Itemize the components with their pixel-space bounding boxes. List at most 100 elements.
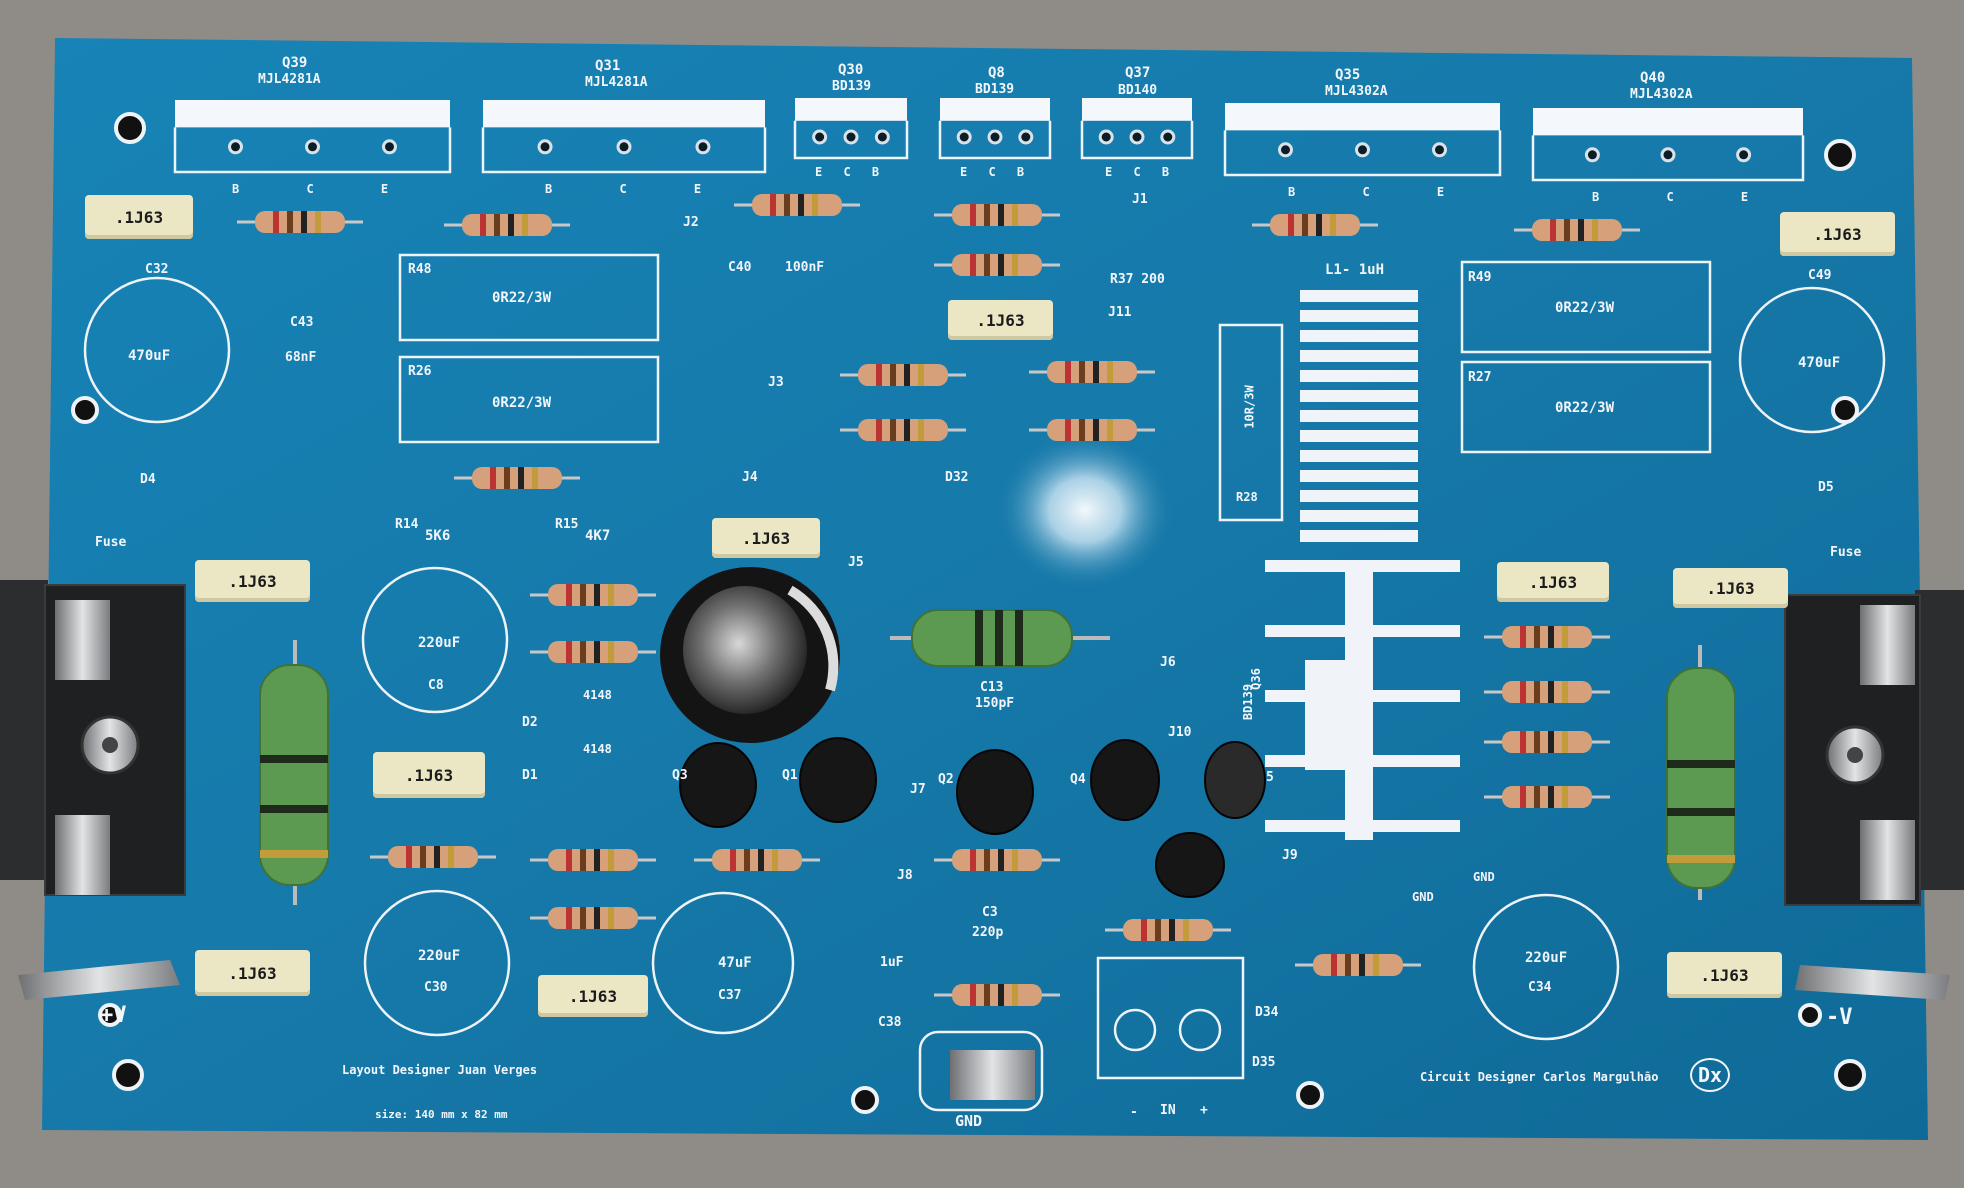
r15-ref: R15 xyxy=(555,517,579,532)
film-capacitor-c36: .1J63 xyxy=(948,300,1053,340)
q40-ref: Q40 xyxy=(1640,70,1666,86)
pcb-board xyxy=(42,38,1928,1140)
q8-ref: Q8 xyxy=(988,65,1005,81)
q37-pins: E C B xyxy=(1105,165,1170,179)
r48-value: 0R22/3W xyxy=(492,290,552,306)
r27-value: 0R22/3W xyxy=(1555,400,1615,416)
d2-label: D2 xyxy=(522,715,538,730)
r26-value: 0R22/3W xyxy=(492,395,552,411)
diode-4148-b: 4148 xyxy=(583,742,612,756)
l1-label: L1- 1uH xyxy=(1325,262,1385,278)
c49-ref: C49 xyxy=(1808,268,1832,283)
power-tabs xyxy=(18,960,1950,1112)
resistor xyxy=(1029,361,1155,383)
green-power-resistor-right xyxy=(1666,645,1736,900)
c30-value: 220uF xyxy=(418,948,461,964)
r26-ref: R26 xyxy=(408,364,432,379)
resistor xyxy=(1252,214,1378,236)
c13-ref: C13 xyxy=(980,680,1004,695)
resistor xyxy=(734,194,860,216)
c32-ref: C32 xyxy=(145,262,169,277)
q31-pins: B C E xyxy=(545,182,702,196)
dx-logo: Dx xyxy=(1690,1058,1731,1092)
j4-label: J4 xyxy=(742,470,758,485)
d1-label: D1 xyxy=(522,768,538,783)
resistor xyxy=(840,419,966,441)
j1-label: J1 xyxy=(1132,192,1148,207)
q37-ref: Q37 xyxy=(1125,65,1151,81)
resistor xyxy=(530,907,656,929)
resistor xyxy=(1029,419,1155,441)
q8-part: BD139 xyxy=(975,82,1015,97)
light-glare xyxy=(995,430,1175,590)
c40-value: 100nF xyxy=(785,260,825,275)
q35-ref: Q35 xyxy=(1335,67,1361,83)
r14-value: 5K6 xyxy=(425,528,451,544)
layout-designer-credit: Layout Designer Juan Verges xyxy=(342,1063,538,1077)
fuse-holder-left xyxy=(0,580,186,896)
board-size-label: size: 140 mm x 82 mm xyxy=(375,1108,508,1121)
q39-ref: Q39 xyxy=(282,55,308,71)
q35-pins: B C E xyxy=(1288,185,1445,199)
film-capacitor-c9: .1J63 xyxy=(712,518,820,558)
film-capacitor-c31: .1J63 xyxy=(195,560,310,602)
green-power-resistor-center xyxy=(890,609,1110,667)
q35-part: MJL4302A xyxy=(1325,84,1388,99)
resistor xyxy=(694,849,820,871)
c43-ref: C43 xyxy=(290,315,314,330)
resistor xyxy=(1484,681,1610,703)
r28-value: 10R/3W xyxy=(1242,385,1257,429)
c38-ref: C38 xyxy=(878,1015,902,1030)
plus-v-label: +V xyxy=(100,1003,127,1028)
resistor xyxy=(934,849,1060,871)
c8-value: 220uF xyxy=(418,635,461,651)
resistor xyxy=(1484,626,1610,648)
input-in-label: IN xyxy=(1160,1103,1176,1118)
j10-label: J10 xyxy=(1168,725,1192,740)
q30-part: BD139 xyxy=(832,79,872,94)
black-electrolytic-capacitor xyxy=(660,567,840,743)
j11-label: J11 xyxy=(1108,305,1132,320)
fuse-holder-right xyxy=(1784,590,1964,906)
c3-value: 220p xyxy=(972,925,1004,940)
d34-label: D34 xyxy=(1255,1005,1279,1020)
d4-label: D4 xyxy=(140,472,156,487)
c13-value: 150pF xyxy=(975,696,1015,711)
resistor xyxy=(934,984,1060,1006)
gnd-right-label: GND xyxy=(1473,870,1495,884)
q37-part: BD140 xyxy=(1118,83,1158,98)
j9-label: J9 xyxy=(1282,848,1298,863)
top-transistor-footprint xyxy=(1531,108,1805,182)
gnd-label: GND xyxy=(955,1112,983,1130)
q8-pins: E C B xyxy=(960,165,1025,179)
j3-label: J3 xyxy=(768,375,784,390)
resistor xyxy=(1514,219,1640,241)
resistor xyxy=(530,849,656,871)
c49-value: 470uF xyxy=(1798,355,1841,371)
j8-label: J8 xyxy=(897,868,913,883)
r15-value: 4K7 xyxy=(585,528,611,544)
minus-v-label: -V xyxy=(1826,1005,1853,1030)
resistor xyxy=(934,254,1060,276)
c34-ref: C34 xyxy=(1528,980,1552,995)
c37-ref: C37 xyxy=(718,988,742,1003)
q36-label: Q36 xyxy=(1248,668,1263,690)
film-capacitor-c5: .1J63 xyxy=(1667,952,1782,998)
resistor xyxy=(530,641,656,663)
green-power-resistor-left xyxy=(259,640,329,905)
r28-outline xyxy=(1218,323,1284,522)
to92-transistors xyxy=(679,737,1266,898)
c37-value: 47uF xyxy=(718,955,752,971)
top-transistor-footprint xyxy=(938,98,1052,160)
gnd-small-label: GND xyxy=(1412,890,1434,904)
resistor xyxy=(454,467,580,489)
electrolytic-outlines xyxy=(83,276,1886,1041)
c3-ref: C3 xyxy=(982,905,998,920)
q4-label: Q4 xyxy=(1070,772,1086,787)
c8-ref: C8 xyxy=(428,678,444,693)
q30-pins: E C B xyxy=(815,165,880,179)
q40-part: MJL4302A xyxy=(1630,87,1693,102)
q1-label: Q1 xyxy=(782,768,798,783)
c38-value: 1uF xyxy=(880,955,904,970)
